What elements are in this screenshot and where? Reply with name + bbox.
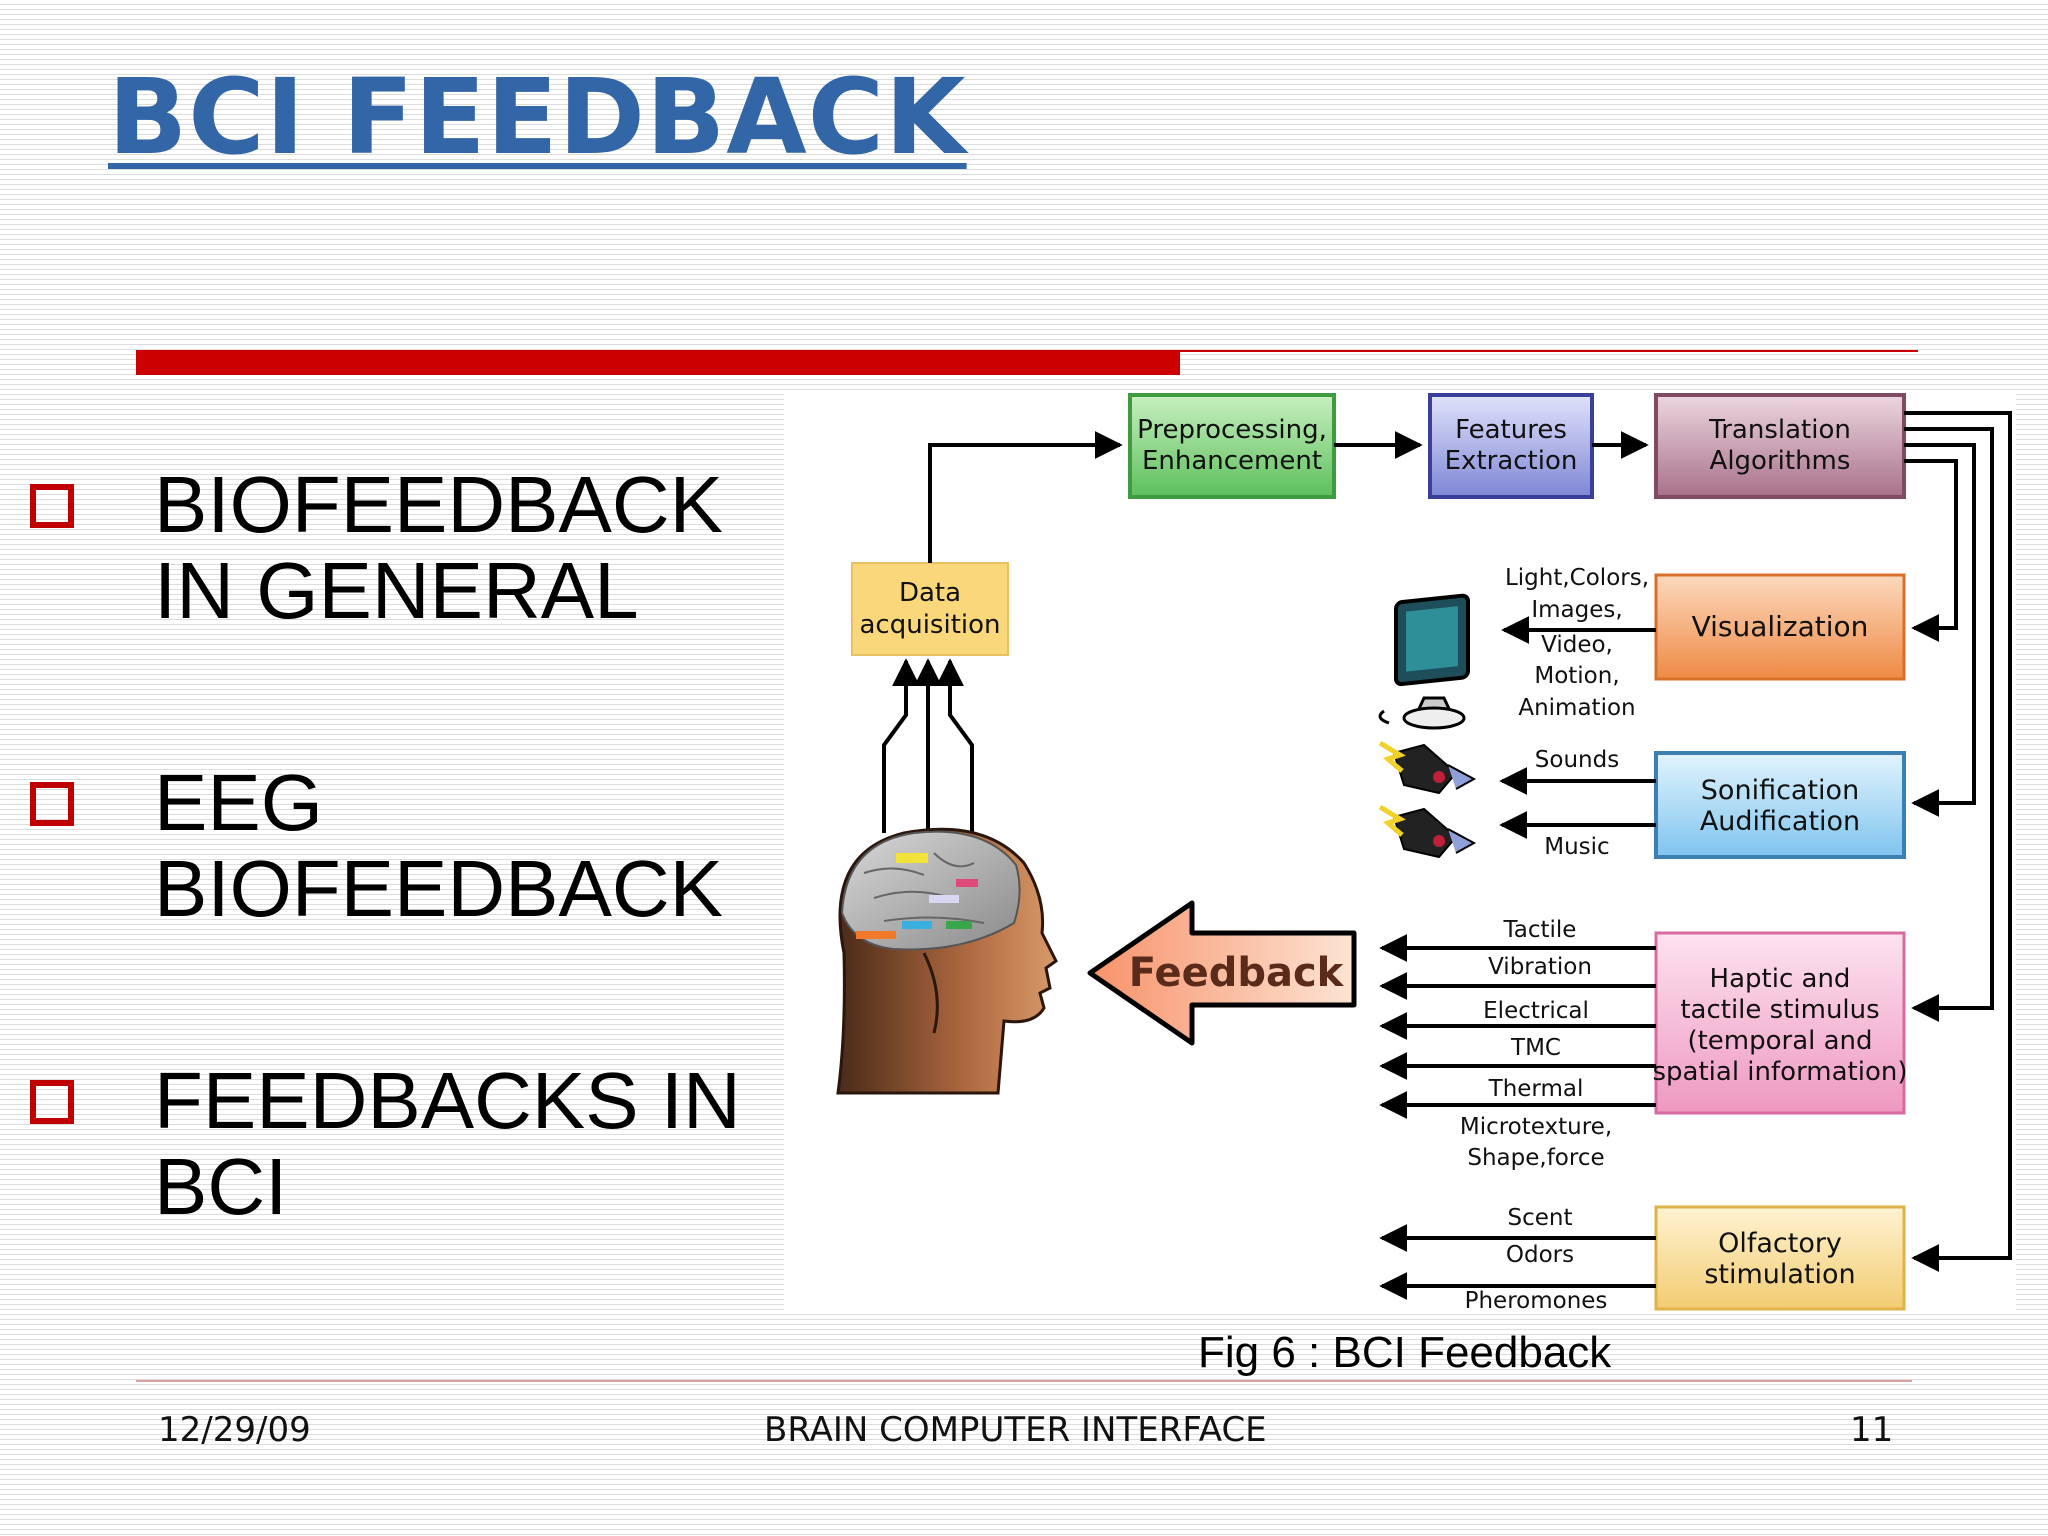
haptic-output-label: Thermal (1488, 1076, 1584, 1102)
data-acquisition-box: Data acquisition (851, 562, 1009, 656)
pipeline-arrows (882, 431, 1649, 833)
speaker-icon (1378, 804, 1477, 859)
visualization-box: Visualization (1654, 573, 1906, 681)
footer-date: 12/29/09 (158, 1410, 311, 1450)
bullet-item-1: BIOFEEDBACK IN GENERAL (30, 462, 723, 634)
footer-title: BRAIN COMPUTER INTERFACE (764, 1410, 1267, 1450)
features-extraction-label: Extraction (1445, 446, 1578, 476)
vis-output-label: Motion, (1534, 663, 1619, 689)
footer-divider (136, 1380, 1912, 1382)
bci-feedback-diagram: Data acquisition Preprocessing, Enhancem… (784, 393, 2016, 1313)
visualization-label: Visualization (1692, 610, 1869, 643)
haptic-output-label: Electrical (1483, 998, 1589, 1024)
bullet-box-icon (30, 1080, 74, 1124)
preprocessing-box: Preprocessing, Enhancement (1128, 393, 1336, 499)
feedback-arrow: Feedback (1087, 900, 1357, 1046)
translation-algorithms-label: Translation (1708, 415, 1851, 445)
sonification-box: Sonification Audification (1654, 751, 1906, 859)
olfactory-output-label: Pheromones (1465, 1288, 1608, 1313)
footer-page-number: 11 (1850, 1410, 1894, 1450)
olfactory-label: Olfactory (1718, 1228, 1842, 1259)
head-brain-illustration (836, 827, 1058, 1095)
olfactory-output-label: Odors (1506, 1242, 1574, 1268)
visualization-outputs: Light,Colors, Images, Video, Motion, Ani… (1501, 565, 1656, 721)
figure-caption: Fig 6 : BCI Feedback (1198, 1328, 1612, 1377)
translation-output-lines (1904, 411, 2012, 1272)
haptic-output-label: Vibration (1488, 954, 1592, 980)
translation-algorithms-label: Algorithms (1710, 446, 1851, 476)
olfactory-outputs: Scent Odors Pheromones (1379, 1205, 1656, 1313)
haptic-label: (temporal and (1687, 1026, 1872, 1056)
haptic-output-label: TMC (1510, 1035, 1561, 1061)
vis-output-label: Images, (1531, 597, 1622, 623)
sound-output-label: Music (1544, 834, 1609, 860)
features-extraction-box: Features Extraction (1428, 393, 1594, 499)
features-extraction-label: Features (1455, 415, 1567, 445)
haptic-label: Haptic and (1710, 964, 1851, 994)
haptic-outputs: Tactile Vibration Electrical TMC Thermal… (1379, 917, 1656, 1171)
sonification-outputs: Sounds Music (1499, 747, 1656, 860)
bullet-text: FEEDBACKS IN BCI (154, 1056, 741, 1231)
haptic-label: tactile stimulus (1680, 995, 1879, 1025)
monitor-icon (1378, 593, 1470, 730)
haptic-box: Haptic and tactile stimulus (temporal an… (1652, 931, 1908, 1115)
preprocessing-label: Preprocessing, (1137, 415, 1327, 445)
data-acquisition-label: Data (899, 578, 961, 608)
speaker-icon (1378, 740, 1477, 795)
translation-algorithms-box: Translation Algorithms (1654, 393, 1906, 499)
slide-title: BCI FEEDBACK (108, 56, 967, 178)
sound-output-label: Sounds (1535, 747, 1619, 773)
bullet-text: BIOFEEDBACK IN GENERAL (154, 460, 724, 635)
preprocessing-label: Enhancement (1142, 446, 1322, 476)
vis-output-label: Light,Colors, (1505, 565, 1649, 591)
sonification-label: Sonification (1701, 775, 1859, 806)
haptic-output-label: Microtexture, (1460, 1114, 1612, 1140)
olfactory-output-label: Scent (1508, 1205, 1573, 1231)
bullet-text: EEG BIOFEEDBACK (154, 758, 724, 933)
sonification-label: Audification (1700, 806, 1860, 837)
haptic-output-label: Tactile (1503, 917, 1577, 943)
data-acquisition-label: acquisition (859, 610, 1000, 640)
olfactory-box: Olfactory stimulation (1654, 1205, 1906, 1311)
vis-output-label: Video, (1541, 632, 1613, 658)
bullet-box-icon (30, 484, 74, 528)
haptic-label: spatial information) (1652, 1057, 1907, 1087)
bullet-box-icon (30, 782, 74, 826)
feedback-label: Feedback (1129, 950, 1345, 996)
bullet-item-2: EEG BIOFEEDBACK (30, 760, 723, 932)
title-divider-thick (136, 350, 1180, 375)
bullet-item-3: FEEDBACKS IN BCI (30, 1058, 741, 1230)
vis-output-label: Animation (1518, 695, 1635, 721)
olfactory-label: stimulation (1704, 1259, 1855, 1290)
title-divider-thin (1180, 350, 1918, 352)
haptic-output-label: Shape,force (1467, 1145, 1604, 1171)
